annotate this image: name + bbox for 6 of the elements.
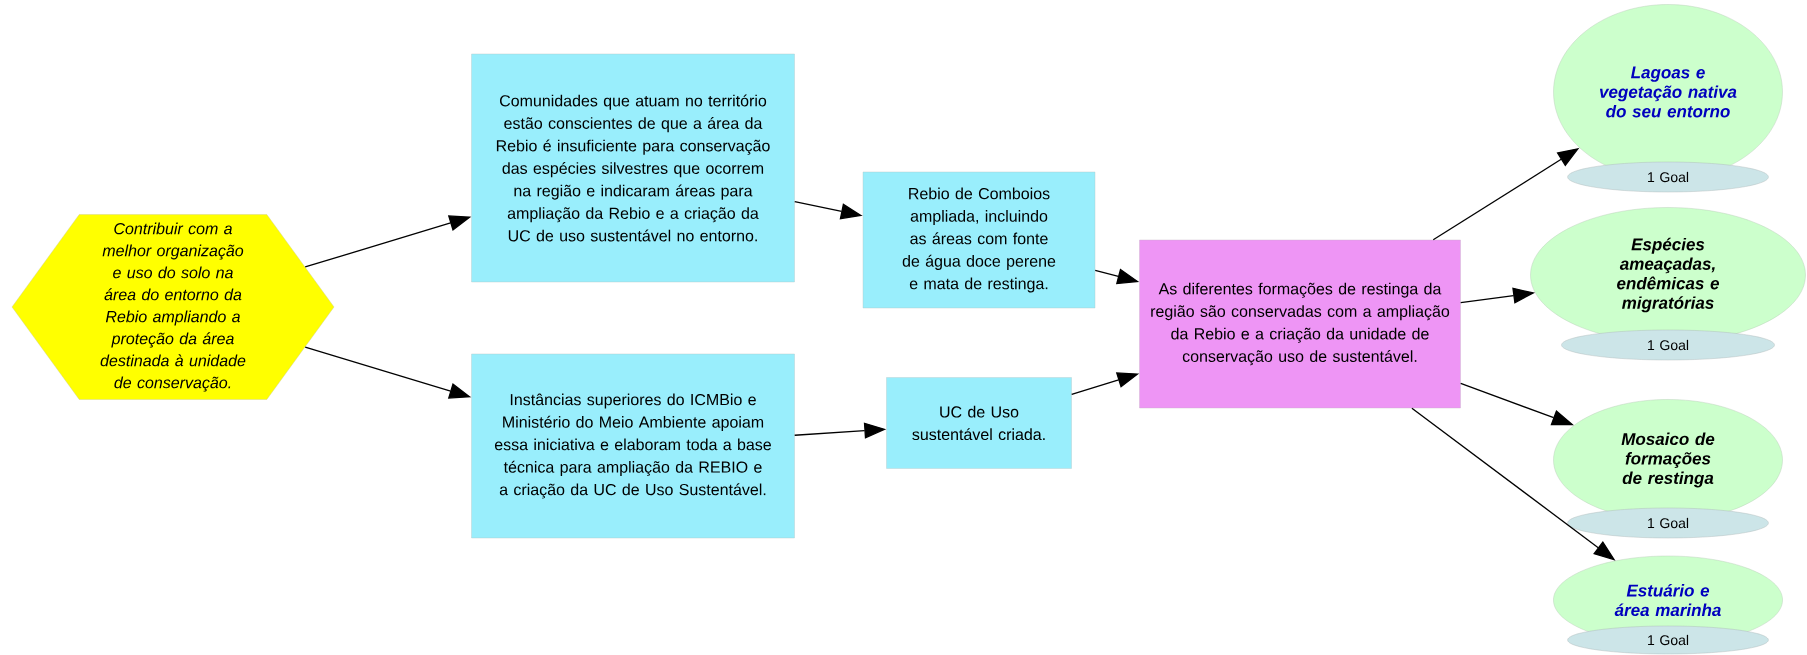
process-box: UC de Uso sustentável criada.: [886, 377, 1072, 469]
result-box: As diferentes formações de restinga da região são conservadas com a ampliação da Rebio e a criação da unidade de conservação uso de sustentável.: [1139, 239, 1461, 409]
hexagon: Contribuir com a melhor organização e uso do solo na área do entorno da Rebio ampliando a proteção da área destinada à unidade de conservação.: [11, 214, 335, 400]
process-box: Rebio de Comboios ampliada, incluindo as áreas com fonte de água doce perene e mata de restinga.: [862, 171, 1096, 309]
process-box: Comunidades que atuam no território estão conscientes de que a área da Rebio é insuficiente para conservação das espécies silvestres que ocorrem na região e indicaram áreas para ampliação da Rebio e a criação da UC de uso sustentável no entorno.: [471, 53, 795, 283]
process-box: Instâncias superiores do ICMBio e Ministério do Meio Ambiente apoiam essa iniciativa e elaboram toda a base técnica para ampliação da REBIO e a criação da UC de Uso Sustentável.: [471, 353, 795, 539]
